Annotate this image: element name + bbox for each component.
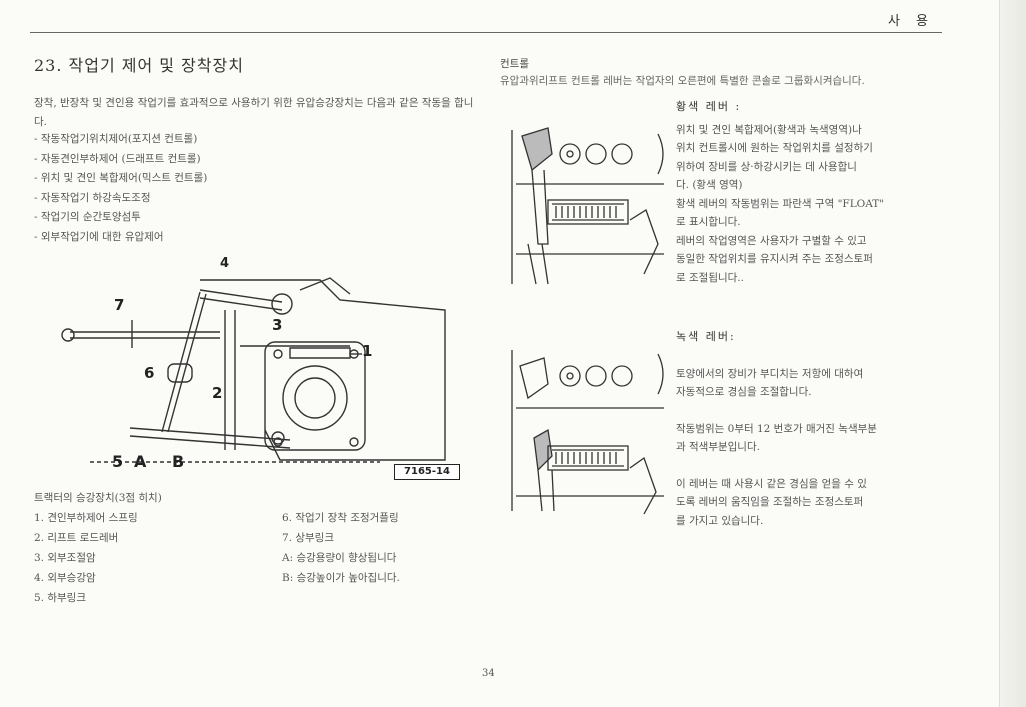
legend-item: 3. 외부조절암 (34, 552, 96, 564)
list-item: - 자동작업기 하강속도조정 (34, 191, 151, 204)
text-line: 위하여 장비를 상·하강시키는 데 사용합니 (676, 160, 857, 173)
yellow-lever-title: 황색 레버 : (676, 100, 742, 113)
callout-4: 4 (220, 256, 230, 271)
callout-5: 5 (112, 452, 124, 471)
legend-item: 1. 견인부하제어 스프링 (34, 512, 138, 524)
controls-heading: 컨트롤 (500, 58, 529, 70)
legend-item: A: 승강용량이 향상됩니다 (282, 552, 397, 564)
text-line: 위치 및 견인 복합제어(황색과 녹색영역)나 (676, 123, 862, 136)
intro-paragraph: 장착, 반장착 및 견인용 작업기를 효과적으로 사용하기 위한 유압승강장치는… (34, 97, 474, 128)
list-item: - 작업기의 순간토양섬투 (34, 211, 141, 223)
text-line: 동일한 작업위치를 유지시켜 주는 조정스토퍼 (676, 253, 873, 265)
list-item: - 작동작업기위치제어(포지션 컨트롤) (34, 133, 198, 145)
yellow-lever-drawing (511, 127, 664, 285)
figure-caption: 트랙터의 승강장치(3점 히치) (34, 492, 162, 504)
legend-item: B: 승강높이가 높아집니다. (282, 572, 400, 584)
callout-b: B (172, 452, 185, 471)
figure-code: 7165-14 (394, 464, 460, 480)
callout-3: 3 (272, 316, 283, 334)
feature-list: - 작동작업기위치제어(포지션 컨트롤) - 자동견인부하제어 (드래프트 컨트… (34, 130, 474, 247)
legend-item: 6. 작업기 장착 조정거플링 (282, 512, 399, 524)
legend-item: 7. 상부링크 (282, 532, 334, 544)
legend-item: 2. 리프트 로드레버 (34, 532, 119, 544)
text-line: 이 레버는 때 사용시 같은 경심을 얻을 수 있 (676, 477, 867, 490)
text-line: 작동범위는 0부터 12 번호가 매거진 녹색부분 (676, 422, 877, 435)
hitch-diagram: 4 7 3 1 6 2 5 A B 7165-14 (50, 250, 470, 482)
legend-left: 1. 견인부하제어 스프링 2. 리프트 로드레버 3. 외부조절암 4. 외부… (34, 508, 138, 608)
page-number: 34 (482, 668, 495, 679)
callout-1: 1 (362, 342, 373, 360)
text-line: 도록 레버의 움직임을 조절하는 조정스토퍼 (676, 496, 864, 508)
callout-7: 7 (114, 296, 125, 314)
green-lever-drawing (511, 350, 664, 515)
callout-6: 6 (144, 364, 155, 382)
green-lever-figure (508, 346, 668, 516)
text-line: 레버의 작업영역은 사용자가 구별할 수 있고 (676, 234, 867, 247)
yellow-lever-section: 황색 레버 : 위치 및 견인 복합제어(황색과 녹색영역)나 위치 컨트롤시에… (676, 98, 964, 287)
text-line: 과 적색부분입니다. (676, 441, 760, 453)
green-lever-section: 녹색 레버: 토양에서의 장비가 부디치는 저항에 대하여 자동적으로 경심을 … (676, 328, 964, 530)
controls-intro: 유압과위리프트 컨트롤 레버는 작업자의 오른편에 특별한 콘솔로 그룹화시켜습… (500, 75, 865, 87)
legend-right: 6. 작업기 장착 조정거플링 7. 상부링크 A: 승강용량이 향상됩니다 B… (282, 508, 400, 588)
callout-2: 2 (212, 384, 223, 402)
section-header: 사 용 (887, 14, 934, 29)
list-item: - 외부작업기에 대한 유압제어 (34, 230, 164, 243)
header-rule (30, 32, 942, 33)
text-line: 토양에서의 장비가 부디치는 저항에 대하여 (676, 367, 864, 380)
list-item: - 위치 및 견인 복합제어(믹스트 컨트롤) (34, 172, 208, 184)
text-line: 로 표시합니다. (676, 216, 741, 228)
legend-item: 4. 외부승강암 (34, 572, 96, 584)
list-item: - 자동견인부하제어 (드래프트 컨트롤) (34, 152, 201, 165)
hitch-drawing (61, 277, 446, 463)
green-lever-title: 녹색 레버: (676, 330, 736, 343)
page-edge (999, 0, 1026, 707)
text-line: 황색 레버의 작동범위는 파란색 구역 "FLOAT" (676, 197, 885, 210)
text-line: 다. (황색 영역) (676, 179, 743, 191)
page-title: 23. 작업기 제어 및 장착장치 (34, 56, 244, 75)
text-line: 위치 컨트롤시에 원하는 작업위치를 설정하기 (676, 142, 873, 154)
callout-a: A (134, 452, 147, 471)
legend-item: 5. 하부링크 (34, 592, 86, 604)
yellow-lever-figure (508, 124, 668, 294)
text-line: 를 가지고 있습니다. (676, 514, 764, 527)
text-line: 로 조절됩니다.. (676, 271, 744, 284)
text-line: 자동적으로 경심을 조절합니다. (676, 386, 812, 398)
